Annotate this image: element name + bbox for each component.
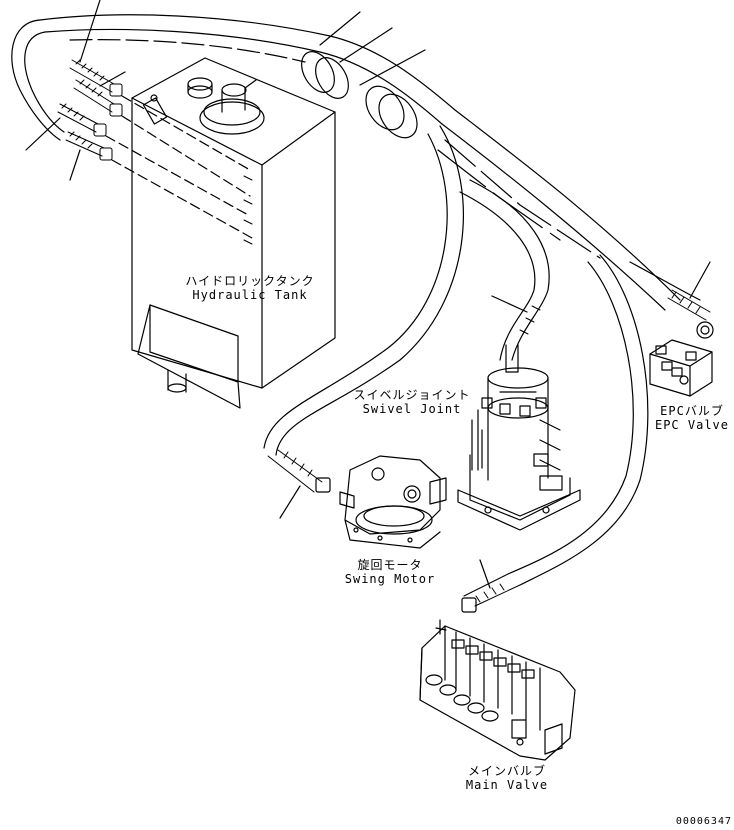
- label-epc-valve-jp: EPCバルブ: [660, 404, 724, 418]
- label-main-valve: メインバルブ Main Valve: [452, 764, 562, 792]
- label-epc-valve-en: EPC Valve: [654, 418, 730, 432]
- label-swing-motor-jp: 旋回モータ: [357, 558, 423, 572]
- label-swivel-joint: スイベルジョイント Swivel Joint: [352, 388, 472, 416]
- left-hose-fittings: [26, 0, 252, 238]
- label-main-valve-jp: メインバルブ: [467, 764, 546, 778]
- label-hydraulic-tank: ハイドロリックタンク Hydraulic Tank: [175, 274, 325, 302]
- label-swivel-joint-en: Swivel Joint: [362, 402, 462, 416]
- document-number: 00006347: [675, 816, 732, 827]
- main-valve: [420, 620, 575, 760]
- swivel-joint: [458, 368, 580, 530]
- swing-motor: [340, 456, 446, 548]
- hose-tank-swing-motor: [264, 126, 463, 518]
- epc-valve: [630, 262, 713, 396]
- label-swing-motor-en: Swing Motor: [344, 572, 436, 586]
- label-hydraulic-tank-jp: ハイドロリックタンク: [185, 274, 315, 288]
- label-swivel-joint-jp: スイベルジョイント: [353, 388, 471, 402]
- label-main-valve-en: Main Valve: [465, 778, 549, 792]
- label-swing-motor: 旋回モータ Swing Motor: [335, 558, 445, 586]
- label-epc-valve: EPCバルブ EPC Valve: [650, 404, 734, 432]
- hydraulic-tank: [132, 58, 335, 408]
- hose-clamps: [295, 12, 425, 145]
- main-hose-bundle: [12, 15, 680, 310]
- hose-main-valve: [462, 255, 648, 612]
- hose-swivel-joint: [460, 180, 549, 372]
- label-hydraulic-tank-en: Hydraulic Tank: [192, 288, 308, 302]
